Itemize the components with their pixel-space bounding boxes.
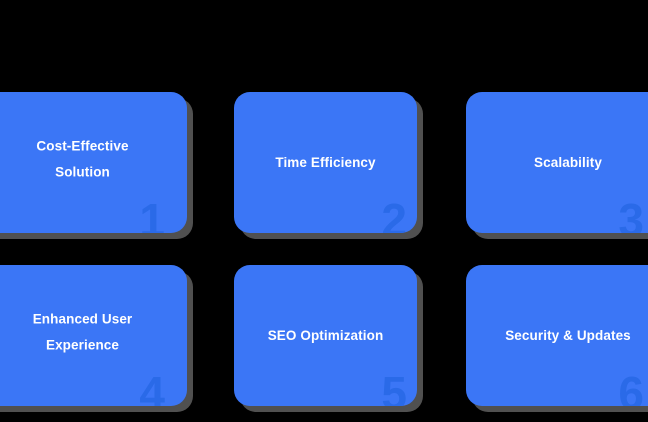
benefit-card-title: Time Efficiency [275,154,376,170]
benefit-card-title: Scalability [534,154,602,170]
benefit-card-number: 3 [618,194,644,233]
benefit-card-title: SEO Optimization [267,327,384,343]
benefit-card-1[interactable]: Cost-Effective Solution 1 [0,92,187,233]
benefit-card-number: 2 [381,194,407,233]
benefit-card-4[interactable]: Enhanced User Experience 4 [0,265,187,406]
benefit-card-number: 5 [381,367,407,406]
benefit-card-title: Security & Updates [505,327,631,343]
benefit-card-6[interactable]: Security & Updates 6 [466,265,648,406]
benefit-card-2[interactable]: Time Efficiency 2 [234,92,417,233]
benefit-card-number: 4 [139,367,165,406]
benefit-card-5[interactable]: SEO Optimization 5 [234,265,417,406]
benefit-card-title: Cost-Effective Solution [36,138,129,180]
benefit-card-title: Enhanced User Experience [32,311,133,353]
benefit-card-number: 1 [139,194,165,233]
benefit-card-3[interactable]: Scalability 3 [466,92,648,233]
benefit-card-number: 6 [618,367,644,406]
